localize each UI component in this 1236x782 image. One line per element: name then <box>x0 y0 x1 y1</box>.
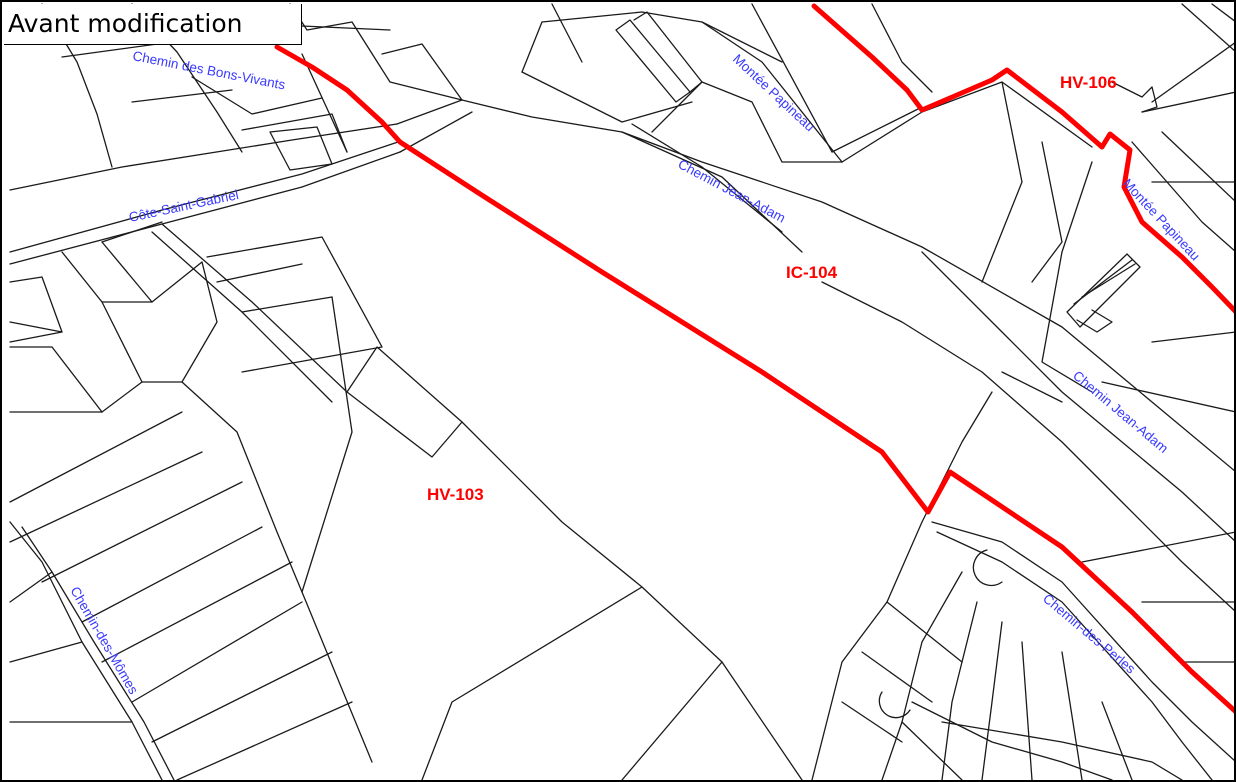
zone-boundaries <box>274 3 1234 714</box>
street-label-chemin-des-momes[interactable]: Chemin-des-Mômes <box>67 584 141 697</box>
zone-boundary-north <box>811 3 1234 314</box>
zone-boundary-west <box>274 44 1234 714</box>
map-title: Avant modification <box>4 4 302 45</box>
street-label-cote-saint-gabriel[interactable]: Côte-Saint-Gabriel <box>128 187 240 225</box>
street-label-chemin-des-bons-vivants[interactable]: Chemin des Bons-Vivants <box>131 48 286 92</box>
zone-label-hv-106[interactable]: HV-106 <box>1060 73 1117 92</box>
street-label-montee-papineau-east[interactable]: Montée Papineau <box>1120 176 1203 264</box>
zone-label-hv-103[interactable]: HV-103 <box>427 485 484 504</box>
zone-label-ic-104[interactable]: IC-104 <box>786 263 838 282</box>
street-label-montee-papineau-north[interactable]: Montée Papineau <box>730 51 818 134</box>
parcel-lines <box>9 3 1234 780</box>
zone-labels: HV-103 IC-104 HV-106 <box>427 73 1117 504</box>
street-label-chemin-jean-adam-north[interactable]: Chemin Jean-Adam <box>676 156 788 225</box>
